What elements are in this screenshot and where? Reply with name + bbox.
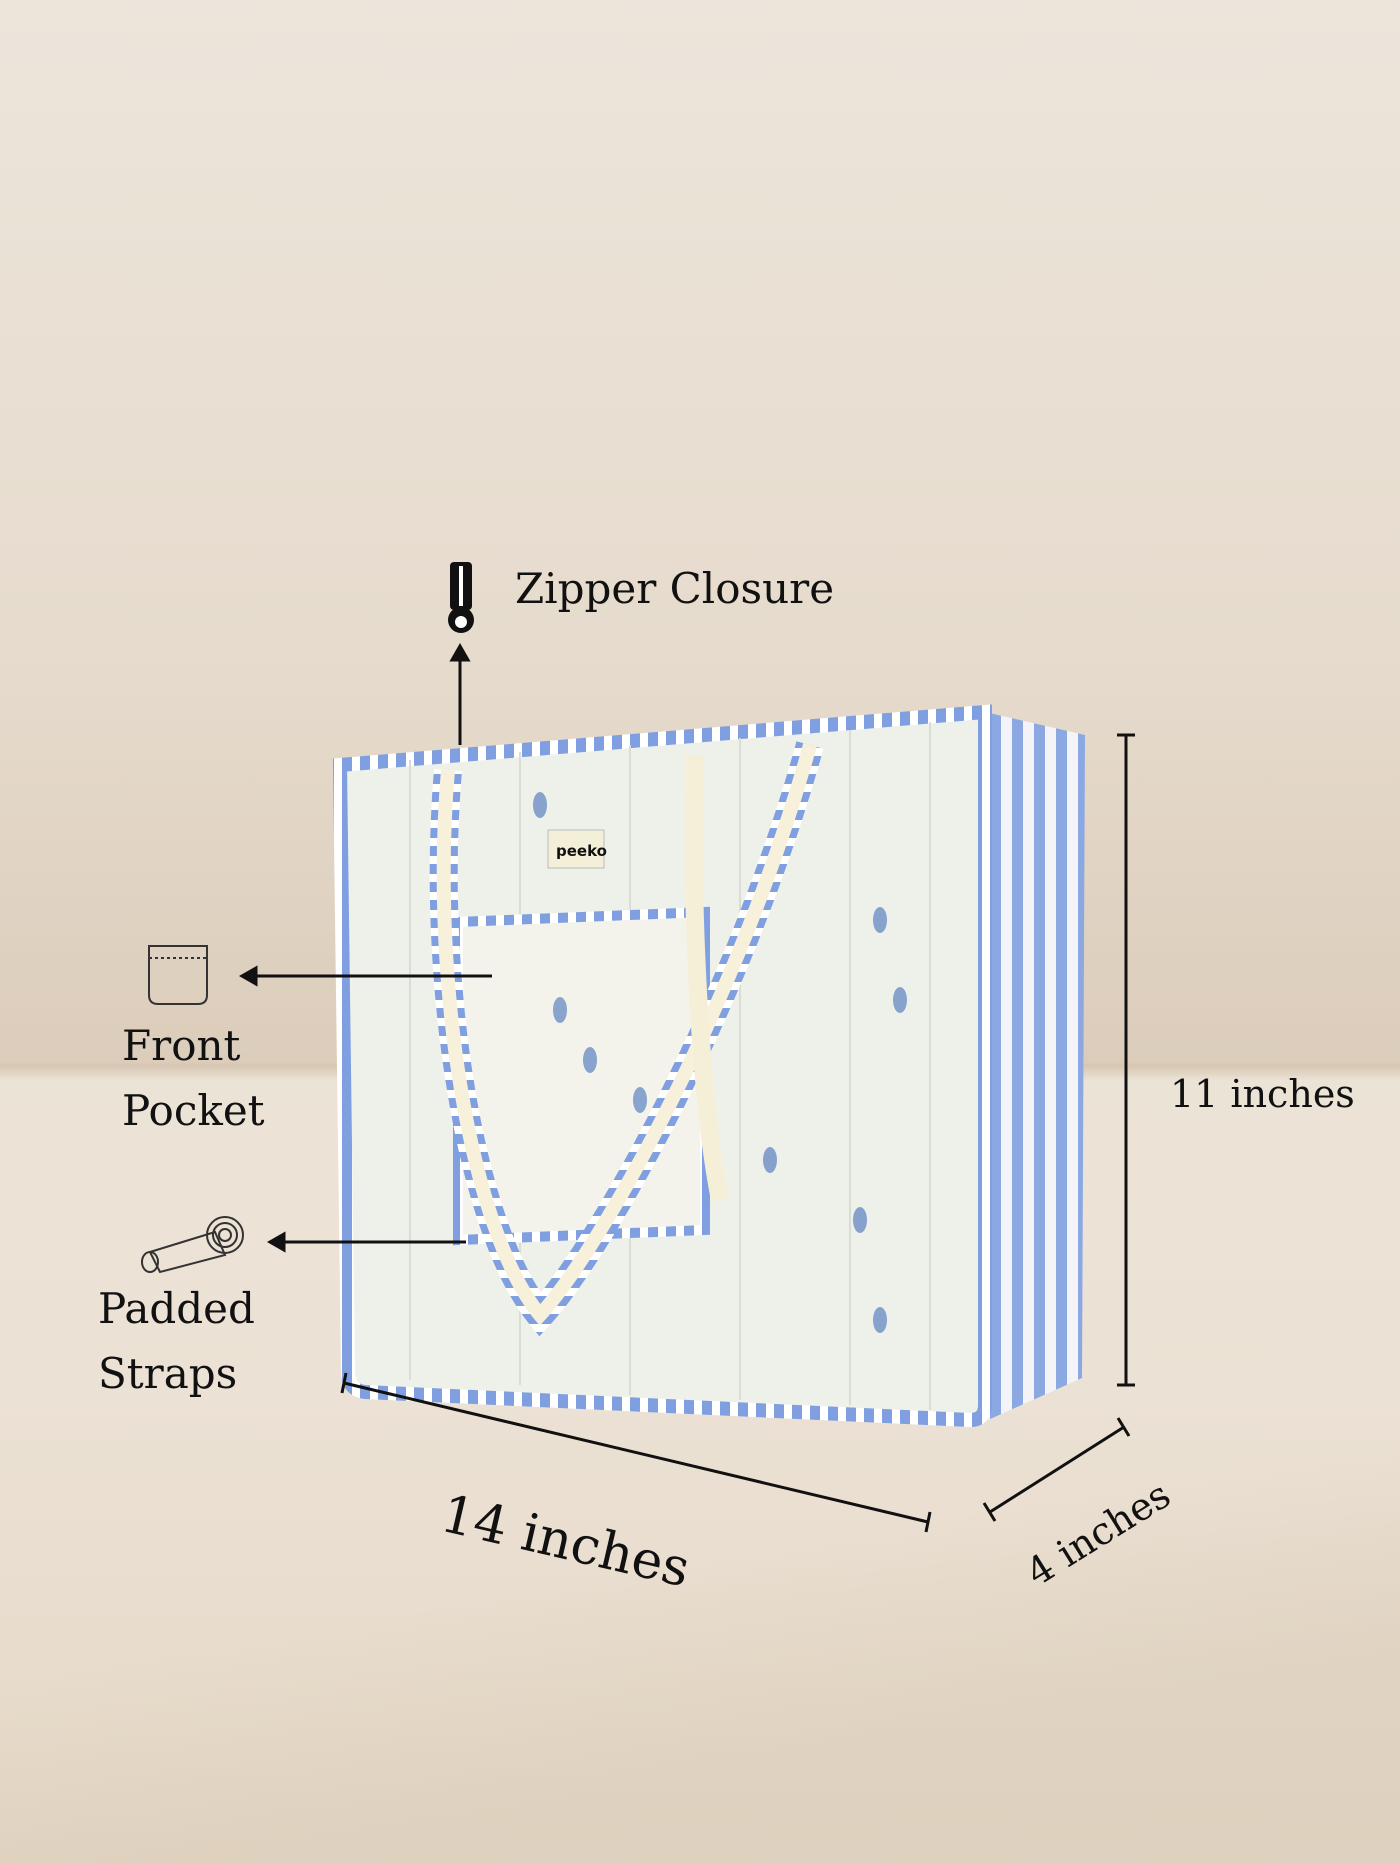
zipper-closure-label: Zipper Closure xyxy=(515,564,835,613)
height-label: 11 inches xyxy=(1170,1072,1355,1116)
padded-straps-label-line2: Straps xyxy=(98,1349,238,1398)
depth-dimension-line xyxy=(989,1425,1125,1514)
front-pocket-label-line2: Pocket xyxy=(122,1086,265,1135)
pocket-icon xyxy=(148,945,208,1005)
bag-side-panel xyxy=(985,712,1085,1420)
floor-shadow xyxy=(0,1400,1400,1863)
brand-tag-text: peeko xyxy=(556,842,607,860)
zipper-icon xyxy=(448,562,474,633)
rolled-strap-icon xyxy=(141,1216,244,1274)
brand-tag xyxy=(547,829,605,869)
padded-straps-label-line1: Padded xyxy=(98,1284,255,1333)
front-pocket-label-line1: Front xyxy=(122,1021,241,1070)
width-dimension-line xyxy=(343,1381,929,1524)
strap-right xyxy=(684,754,729,1202)
